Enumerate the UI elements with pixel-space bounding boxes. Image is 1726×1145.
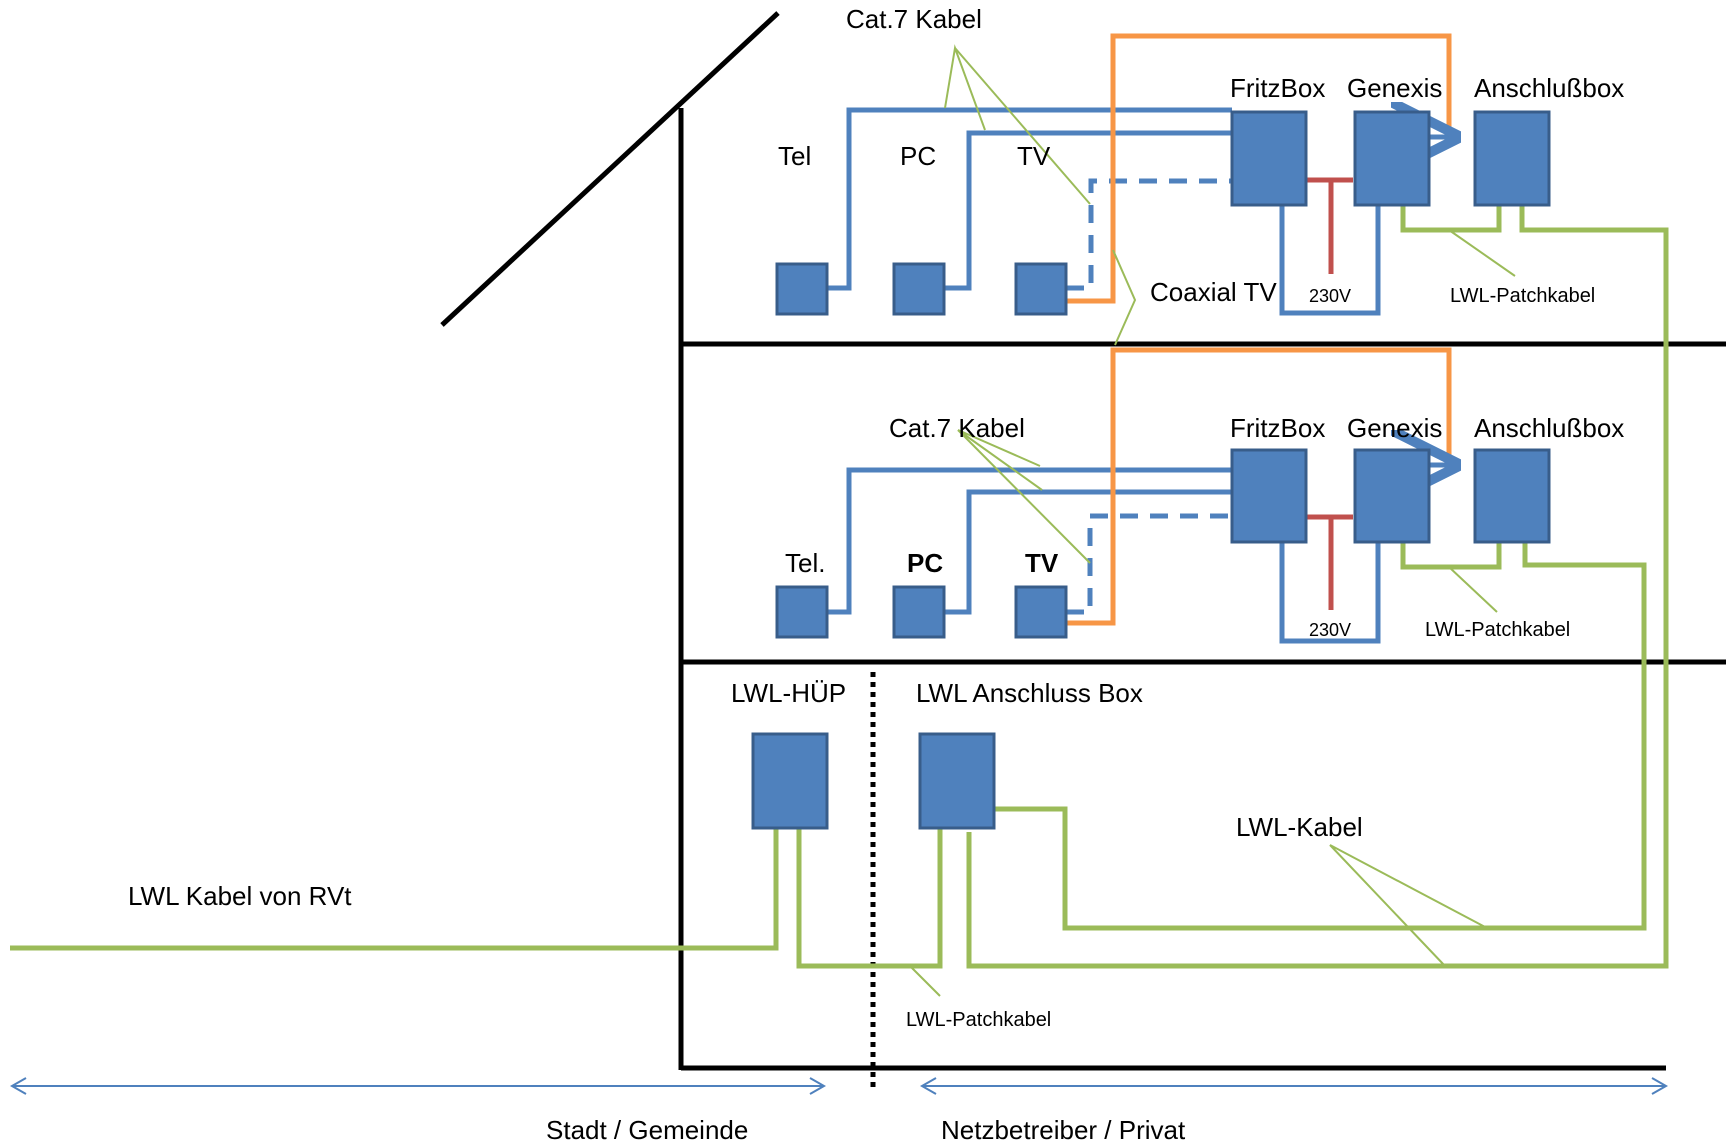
- cat7-cable-tv-dashed: [1066, 178, 1232, 291]
- fiber-to-middle: [995, 806, 1068, 928]
- fritzbox-genexis-loop: [1279, 542, 1381, 644]
- cat7-cable-tel: [827, 467, 1232, 615]
- lwl-anschluss-box-device: [918, 732, 996, 830]
- roof-line: [440, 11, 780, 327]
- genexis-device: [1353, 448, 1431, 544]
- power-label: 230V: [1309, 620, 1351, 640]
- anschlussbox-label: Anschlußbox: [1474, 413, 1624, 443]
- patch-label: LWL-Patchkabel: [1450, 285, 1595, 307]
- coax-callout: [1112, 249, 1137, 346]
- fiber-upper-to-basement: [966, 205, 1669, 969]
- fritzbox-device: [1230, 110, 1308, 207]
- cat7-label: Cat.7 Kabel: [889, 413, 1025, 443]
- middle-floor: Cat.7 Kabel FritzBox Genexis Anschlußbox…: [775, 347, 1647, 931]
- tel-outlet: [775, 585, 829, 639]
- fritzbox-label: FritzBox: [1230, 413, 1325, 443]
- tv-label: TV: [1017, 141, 1051, 171]
- basement: LWL-HÜP LWL Anschluss Box LWL-Kabel LWL …: [10, 678, 1488, 1031]
- genexis-label: Genexis: [1347, 413, 1442, 443]
- patch-callout-middle: [1448, 566, 1498, 613]
- zone-right-arrowhead-r: [1651, 1077, 1669, 1095]
- building-structure: [440, 11, 1726, 1092]
- zone-right-label: Netzbetreiber / Privat: [941, 1115, 1186, 1145]
- pc-label: PC: [907, 548, 943, 578]
- anschlussbox-device: [1473, 110, 1551, 207]
- tv-label: TV: [1025, 548, 1059, 578]
- zone-left-arrowhead-l: [9, 1077, 27, 1095]
- pc-outlet: [892, 585, 946, 639]
- cat7-callout-2: [957, 429, 1091, 564]
- basement-patch-callout: [909, 965, 941, 997]
- anschlussbox-device: [1473, 448, 1551, 544]
- cat7-label: Cat.7 Kabel: [846, 4, 982, 34]
- cat7-cable-pc: [944, 130, 1232, 291]
- zone-markers: Stadt / Gemeinde Netzbetreiber / Privat: [9, 1077, 1669, 1145]
- coax-cable: [1066, 347, 1452, 626]
- zone-left-label: Stadt / Gemeinde: [546, 1115, 748, 1145]
- fritzbox-device: [1230, 448, 1308, 544]
- zone-left-arrowhead-r: [809, 1077, 827, 1095]
- fiber-patch-middle: [1400, 542, 1502, 570]
- patch-label: LWL-Patchkabel: [1425, 619, 1570, 641]
- cat7-cable-tel: [827, 107, 1232, 291]
- patch-callout-upper: [1448, 229, 1516, 277]
- tv-outlet: [1014, 585, 1068, 639]
- fritzbox-genexis-loop: [1279, 205, 1381, 316]
- cat7-callout-2: [954, 47, 1091, 205]
- zone-right-arrowhead-l: [919, 1077, 937, 1095]
- tv-outlet: [1014, 262, 1068, 316]
- anschlussbox-label: Anschlußbox: [1474, 73, 1624, 103]
- lwl-kabel-label: LWL-Kabel: [1236, 812, 1363, 842]
- cat7-cable-tv-dashed: [1066, 513, 1232, 615]
- power-label: 230V: [1309, 286, 1351, 306]
- huep-label: LWL-HÜP: [731, 678, 846, 708]
- incoming-cable-label: LWL Kabel von RVt: [128, 881, 352, 911]
- pc-outlet: [892, 262, 946, 316]
- tel-label: Tel.: [785, 548, 825, 578]
- coax-label: Coaxial TV: [1150, 277, 1277, 307]
- pc-label: PC: [900, 141, 936, 171]
- fiber-patch-upper: [1400, 205, 1502, 233]
- incoming-fiber-cable: [10, 829, 779, 951]
- tel-outlet: [775, 262, 829, 316]
- genexis-device: [1353, 110, 1431, 207]
- anschluss-box-label: LWL Anschluss Box: [916, 678, 1143, 708]
- tel-label: Tel: [778, 141, 811, 171]
- upper-floor: Cat.7 Kabel FritzBox Genexis Anschlußbox…: [775, 4, 1669, 969]
- fritzbox-label: FritzBox: [1230, 73, 1325, 103]
- genexis-label: Genexis: [1347, 73, 1442, 103]
- basement-patch-cable: [796, 829, 943, 969]
- lwl-kabel-callout: [1329, 844, 1488, 967]
- lwl-huep-device: [751, 732, 829, 830]
- cat7-cable-pc: [944, 489, 1232, 615]
- basement-patch-label: LWL-Patchkabel: [906, 1009, 1051, 1031]
- coax-cable: [1066, 33, 1452, 304]
